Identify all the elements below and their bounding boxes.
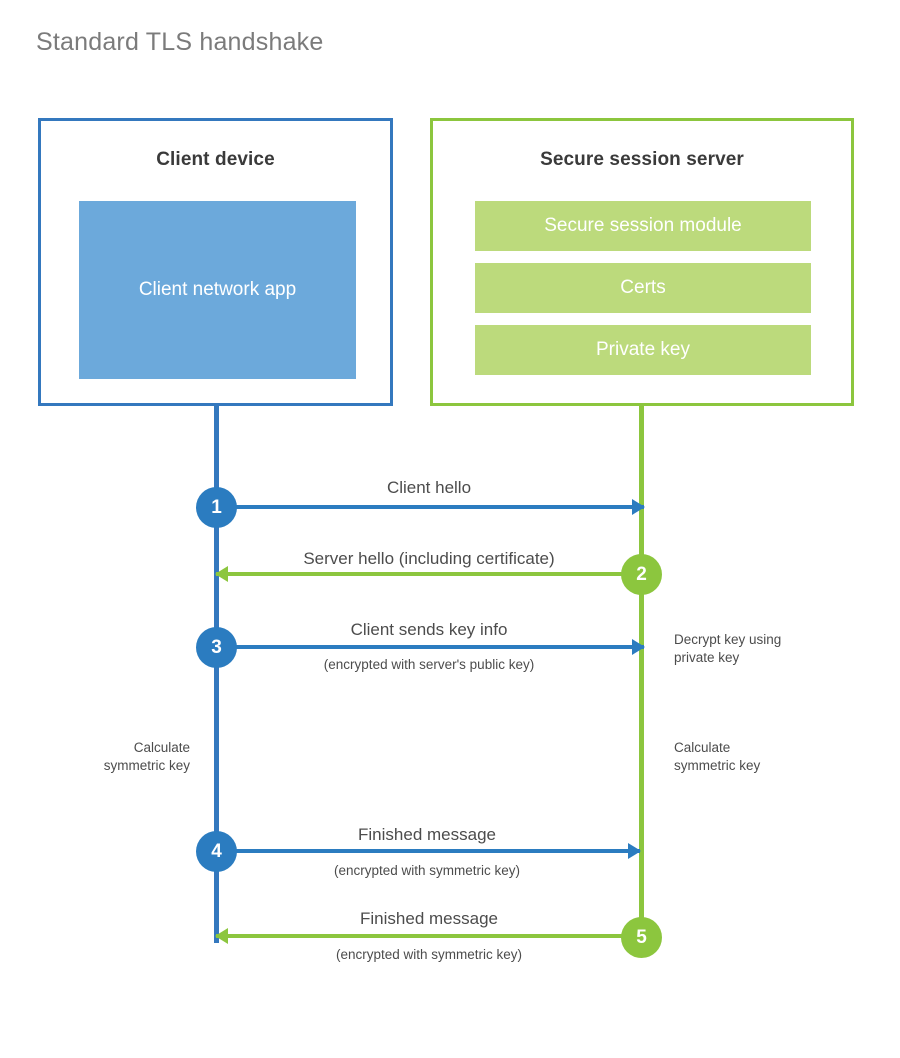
server-component-list: Secure session module Certs Private key bbox=[475, 201, 811, 375]
step-1-arrowhead-icon bbox=[632, 499, 645, 515]
step-4-arrowhead-icon bbox=[628, 843, 641, 859]
annotation-client-calculate-symmetric-key: Calculate symmetric key bbox=[103, 740, 190, 773]
client-network-app-block: Client network app bbox=[79, 201, 356, 379]
step-5-label: Finished message bbox=[360, 909, 498, 928]
step-1-arrow bbox=[216, 499, 645, 515]
step-2-arrowhead-icon bbox=[215, 566, 228, 582]
step-4-arrow-line bbox=[216, 849, 640, 853]
step-4-arrow bbox=[216, 843, 641, 859]
server-bar-certs: Certs bbox=[475, 263, 811, 313]
step-2-arrow bbox=[215, 566, 642, 582]
server-lifeline bbox=[639, 406, 644, 941]
step-marker-3: 3 bbox=[196, 627, 237, 668]
annotation-server-calculate-symmetric-key: Calculate symmetric key bbox=[674, 740, 761, 773]
client-lifeline bbox=[214, 406, 219, 943]
step-3-arrow-line bbox=[216, 645, 644, 649]
step-marker-4: 4 bbox=[196, 831, 237, 872]
step-2-label: Server hello (including certificate) bbox=[303, 549, 555, 568]
step-marker-2: 2 bbox=[621, 554, 662, 595]
step-5-sublabel: (encrypted with symmetric key) bbox=[335, 947, 523, 962]
step-3-label: Client sends key info bbox=[350, 620, 508, 639]
step-3-arrow bbox=[216, 639, 645, 655]
server-bar-secure-session-module: Secure session module bbox=[475, 201, 811, 251]
annotation-server-decrypt-key: Decrypt key using private key bbox=[674, 632, 782, 665]
secure-session-server-box: Secure session server Secure session mod… bbox=[430, 118, 854, 406]
client-device-title: Client device bbox=[156, 149, 275, 170]
secure-session-server-title: Secure session server bbox=[540, 149, 744, 170]
step-4-sublabel: (encrypted with symmetric key) bbox=[333, 863, 521, 878]
step-5-arrowhead-icon bbox=[215, 928, 228, 944]
step-3-sublabel: (encrypted with server's public key) bbox=[323, 657, 535, 672]
client-device-box: Client device Client network app bbox=[38, 118, 393, 406]
step-1-label: Client hello bbox=[386, 478, 472, 497]
step-3-arrowhead-icon bbox=[632, 639, 645, 655]
step-marker-5: 5 bbox=[621, 917, 662, 958]
step-2-arrow-line bbox=[216, 572, 642, 576]
step-5-arrow bbox=[215, 928, 642, 944]
server-bar-private-key: Private key bbox=[475, 325, 811, 375]
step-1-arrow-line bbox=[216, 505, 644, 509]
step-4-label: Finished message bbox=[358, 825, 496, 844]
step-marker-1: 1 bbox=[196, 487, 237, 528]
page-title: Standard TLS handshake bbox=[36, 28, 324, 56]
step-5-arrow-line bbox=[216, 934, 642, 938]
